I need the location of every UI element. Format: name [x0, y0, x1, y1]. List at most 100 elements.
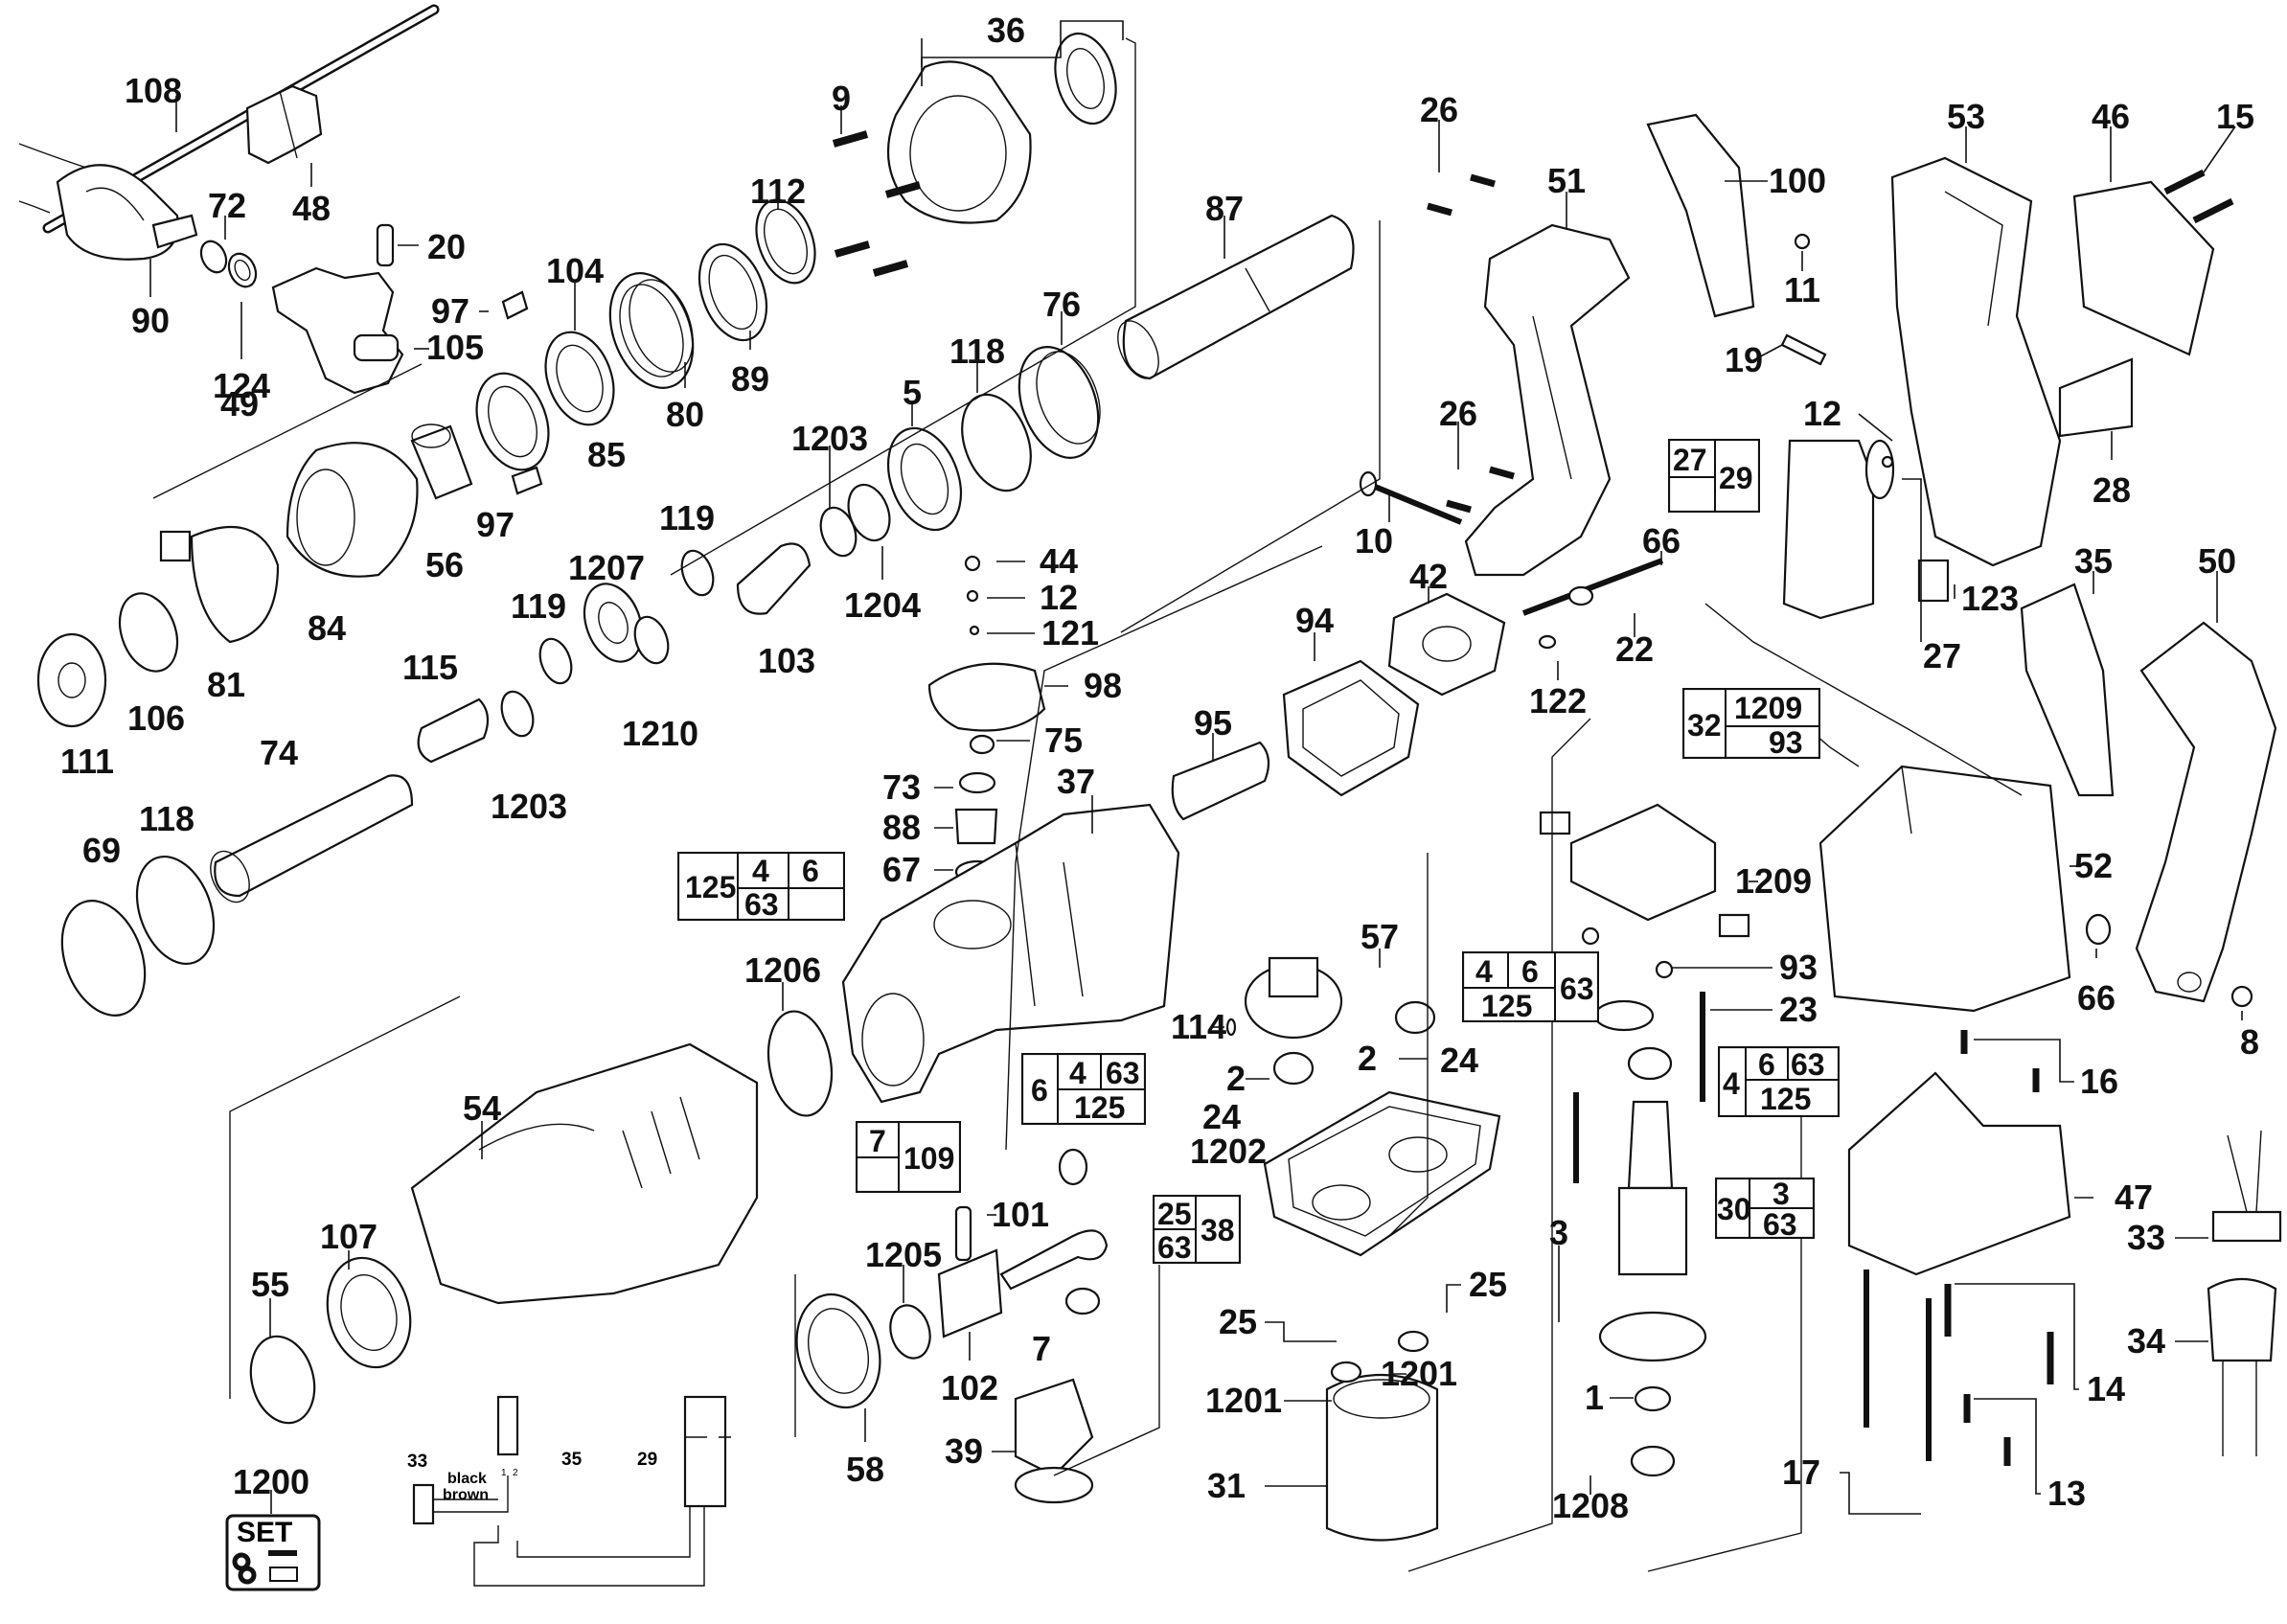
part-36-flange	[886, 20, 1124, 224]
part-label-105: 105	[426, 328, 484, 367]
part-label-26a: 26	[1420, 90, 1458, 129]
part-label-118b: 118	[139, 799, 194, 838]
part-9-screws	[832, 130, 922, 277]
part-label-39: 39	[945, 1431, 983, 1471]
part-1203a-ring	[819, 506, 858, 558]
part-51-handle	[1464, 223, 1631, 577]
part-label-112: 112	[750, 172, 806, 211]
part-label-123: 123	[1961, 579, 2019, 618]
kit-cell: 7	[869, 1124, 886, 1158]
part-label-84: 84	[308, 608, 346, 648]
part-46-cover	[2072, 180, 2215, 356]
part-label-19: 19	[1725, 340, 1763, 379]
kit-cell: 125	[685, 870, 736, 904]
part-label-107: 107	[320, 1217, 377, 1256]
set-icon-label: SET	[237, 1517, 293, 1548]
part-label-44: 44	[1040, 541, 1078, 581]
part-30-armature	[1598, 1100, 1707, 1362]
kit-cell: 6	[1521, 954, 1539, 989]
part-label-1203b: 1203	[491, 787, 567, 826]
part-84-cone	[286, 442, 419, 578]
part-label-54: 54	[463, 1088, 501, 1128]
part-15-screws	[2163, 169, 2234, 224]
part-label-56: 56	[425, 545, 464, 584]
kit-cell: 6	[1758, 1047, 1775, 1082]
kit-box-30-3-63: 30 3 63	[1715, 1178, 1815, 1239]
kit-cell: 30	[1717, 1192, 1751, 1226]
part-label-1: 1	[1585, 1378, 1604, 1417]
kit-cell: 63	[1763, 1207, 1797, 1239]
part-1-bearing	[1634, 1385, 1672, 1412]
part-label-46: 46	[2092, 97, 2130, 136]
part-13-screws	[1963, 1394, 2011, 1466]
part-label-11: 11	[1784, 270, 1820, 309]
part-label-89: 89	[731, 359, 769, 399]
part-label-8: 8	[2240, 1022, 2259, 1062]
part-label-37: 37	[1057, 762, 1095, 801]
part-label-80: 80	[666, 395, 704, 434]
part-118-ring	[961, 393, 1032, 492]
part-97b-key	[511, 466, 543, 495]
part-31-field	[1325, 1373, 1439, 1542]
part-label-108: 108	[125, 71, 182, 110]
wiring-diagram	[412, 1395, 727, 1587]
kit-cell: 29	[1719, 461, 1753, 495]
part-54-housing	[410, 1042, 759, 1305]
part-label-24a: 24	[1440, 1041, 1478, 1080]
part-50-handle-grip	[2135, 621, 2277, 1003]
part-1210-ring	[633, 615, 670, 665]
part-87-tube	[1117, 214, 1355, 380]
part-8-screw	[2230, 985, 2253, 1008]
part-55-ring	[249, 1335, 316, 1425]
part-52-housing	[1818, 765, 2071, 1013]
part-35-switch	[2020, 583, 2115, 797]
part-label-49: 49	[220, 384, 259, 423]
part-111-nut	[36, 632, 107, 728]
part-106-ring	[118, 592, 179, 673]
part-94-cover	[1282, 659, 1420, 797]
part-58-gear	[795, 1292, 881, 1409]
part-label-14: 14	[2087, 1369, 2125, 1408]
kit-cell: 3	[1772, 1178, 1790, 1211]
part-48-lever	[245, 84, 323, 165]
part-label-3: 3	[1549, 1213, 1568, 1252]
part-label-2a: 2	[1358, 1039, 1377, 1078]
part-34-cable-sleeve	[2207, 1278, 2277, 1456]
part-label-34: 34	[2127, 1321, 2165, 1361]
part-label-115: 115	[402, 648, 458, 687]
kit-cell: 38	[1201, 1213, 1235, 1247]
part-label-52: 52	[2074, 846, 2113, 885]
part-69-ring	[60, 900, 147, 1017]
part-label-12b: 12	[1803, 394, 1841, 433]
wiring-terminal-1: 1	[501, 1468, 507, 1478]
part-label-1201b: 1201	[1381, 1354, 1457, 1393]
wiring-wire-black: black	[447, 1471, 487, 1487]
part-label-23: 23	[1779, 990, 1818, 1029]
set-icon	[225, 1514, 321, 1591]
part-label-1210: 1210	[622, 714, 698, 753]
part-label-93: 93	[1779, 948, 1818, 987]
part-label-90: 90	[131, 301, 170, 340]
part-label-97a: 97	[431, 291, 469, 331]
part-28-label	[2058, 357, 2134, 438]
part-22-bolt	[1521, 558, 1664, 650]
part-label-119b: 119	[511, 586, 566, 626]
part-26-screws	[1427, 173, 1515, 514]
part-label-5: 5	[903, 373, 922, 412]
part-label-1208: 1208	[1552, 1486, 1629, 1525]
kit-box-25-63-38: 25 63 38	[1153, 1195, 1241, 1264]
part-label-42: 42	[1409, 557, 1448, 596]
part-53-housing	[1890, 156, 2062, 567]
part-label-97b: 97	[476, 505, 515, 544]
part-119-rings	[538, 549, 715, 685]
part-label-72: 72	[208, 186, 246, 225]
part-label-98: 98	[1084, 666, 1122, 705]
part-123-brush	[1917, 559, 1950, 603]
part-label-16: 16	[2080, 1062, 2118, 1101]
part-label-15: 15	[2216, 97, 2254, 136]
part-47-end-cover	[1847, 1071, 2071, 1276]
part-1202-housing	[1263, 1090, 1501, 1257]
part-label-53: 53	[1947, 97, 1985, 136]
part-label-48: 48	[292, 189, 331, 228]
